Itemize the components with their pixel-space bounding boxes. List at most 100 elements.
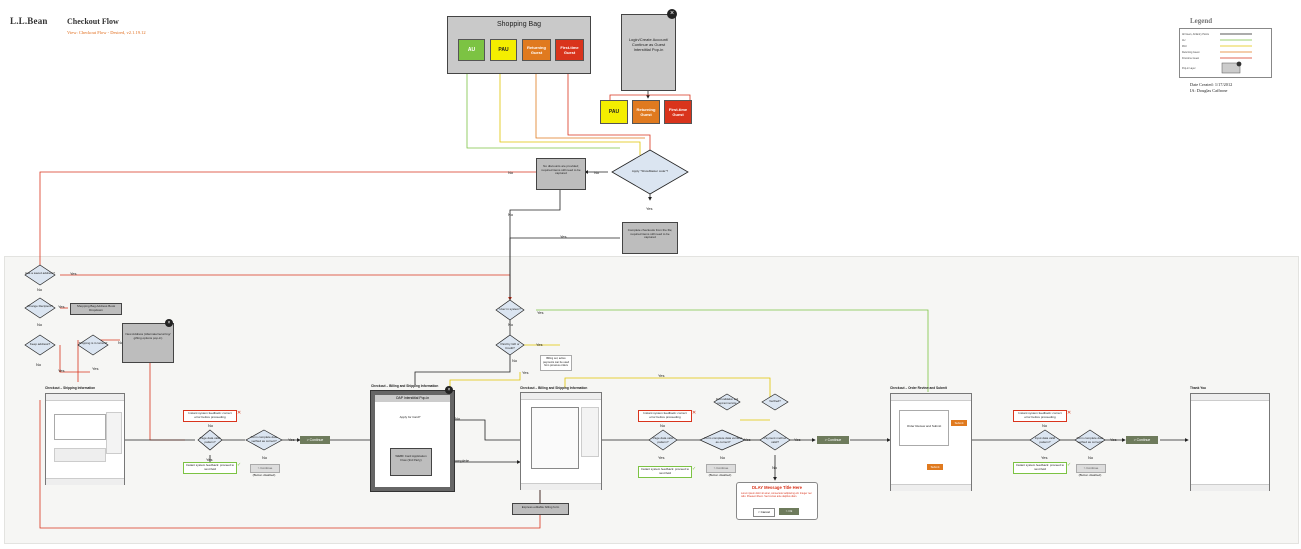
user2-returning: Returning Guest xyxy=(632,100,660,124)
flow-label-no-17: No xyxy=(1088,455,1094,460)
flow-label-no-14: No xyxy=(720,455,726,460)
flow-label-yes-17: Yes xyxy=(1041,455,1048,460)
form-complete-label-right: Form complete data verified as correct? xyxy=(1076,436,1104,444)
check-icon: ✓ xyxy=(692,466,697,472)
legend-row-all: All Users, All Entry Points xyxy=(1182,33,1209,36)
section-review: Checkout – Order Review and Submit xyxy=(890,386,947,390)
legend-title: Legend xyxy=(1190,17,1213,25)
continue-disabled-mid: > Continue xyxy=(706,464,736,473)
page-title: Checkout Flow xyxy=(67,17,119,26)
login-popin-text: Login/Create Account/ Continue as Guest … xyxy=(628,37,669,52)
oap-popin-title: OAP Interstitial Pop-in xyxy=(375,395,450,402)
button-disabled-left: (Button disabled) xyxy=(252,473,276,477)
check-icon: ✓ xyxy=(1067,462,1072,468)
saved-address-diamond-label: Has a saved address? xyxy=(25,271,55,275)
apply-discount-label: Apply "ShowMaster code"? xyxy=(631,169,669,173)
apply-card-label: Apply for Card? xyxy=(399,415,421,419)
billing-note: Billing set; active payments can be used… xyxy=(540,355,572,371)
user-pau: PAU xyxy=(490,39,517,61)
user-returning: Returning Guest xyxy=(522,39,551,61)
no-discount-text: No discounts are provided; required item… xyxy=(541,164,581,176)
button-disabled-right: (Button disabled) xyxy=(1078,473,1102,477)
continue-button-right[interactable]: > Continue xyxy=(1126,436,1158,444)
flow-label-complete: Complete xyxy=(452,458,470,463)
flow-label-yes-4: Yes xyxy=(58,304,65,309)
wireframe-header xyxy=(46,394,124,401)
dlay-body: Lorem ipsum dolor sit amet, consectetur … xyxy=(741,492,812,498)
no-discount-box: No discounts are provided; required item… xyxy=(536,158,586,190)
flow-label-no-11: No xyxy=(208,423,214,428)
wireframe-footer xyxy=(521,483,601,490)
error-x-icon: ✕ xyxy=(1067,410,1072,416)
field-validation-label: Field validation and payment service xyxy=(715,398,739,405)
wireframe-sidebar xyxy=(106,412,122,454)
shipping-correct-label: Shipping is it correct? xyxy=(78,341,108,345)
checkout-swimlane xyxy=(4,256,1299,544)
logo: L.L.Bean xyxy=(10,16,48,26)
flow-label-yes-16: Yes xyxy=(794,437,801,442)
flow-label-no-9: No xyxy=(512,358,518,363)
wireframe-block xyxy=(54,448,106,462)
section-shipping: Checkout – Shipping Information xyxy=(45,386,96,390)
submit-button-top[interactable]: Submit xyxy=(951,420,967,426)
flow-label-no-8: No xyxy=(508,322,514,327)
card-application-text: WEBF Card Application Flow (3rd Party) xyxy=(395,454,427,462)
flow-label-yes-10: Yes xyxy=(658,373,665,378)
date-created: Date Created: 1/17/2012 xyxy=(1190,82,1233,87)
ok-feedback-mid: Instant system feedback: proceed to next… xyxy=(638,466,692,478)
close-icon: × xyxy=(667,9,677,19)
submit-button-bottom[interactable]: Submit xyxy=(927,464,943,470)
flow-label-yes-3: Yes xyxy=(70,271,77,276)
new-address-text: New Address (Alternate/recurring/ giftin… xyxy=(125,332,171,340)
discount-captured-text: Complete checkouts from the file; requir… xyxy=(627,228,673,240)
dlay-message-dialog: DLAY Message Title Here Lorem ipsum dolo… xyxy=(736,482,818,520)
card-application: WEBF Card Application Flow (3rd Party) xyxy=(390,448,432,476)
verified-label: Verified? xyxy=(769,399,781,403)
order-review-block: Order Review and Submit xyxy=(899,410,949,446)
ok-feedback-left-text: Instant system feedback: proceed to next… xyxy=(185,463,235,471)
ok-feedback-mid-text: Instant system feedback: proceed to next… xyxy=(640,467,690,475)
change-recipient-label: Change Recipient? xyxy=(27,304,53,308)
flow-label-yes-5: Yes xyxy=(58,368,65,373)
error-feedback-left: Instant system feedback: correct error b… xyxy=(183,410,237,422)
express-billing: Express editable billing form xyxy=(512,503,569,515)
error-feedback-left-text: Instant system feedback: correct error b… xyxy=(188,411,232,419)
flow-label-no-2: No xyxy=(508,212,514,217)
page-valid-label-mid: Page data valid pattern? xyxy=(652,436,674,444)
button-disabled-mid: (Button disabled) xyxy=(708,473,732,477)
review-page-wireframe: Order Review and Submit Submit Submit xyxy=(890,393,972,491)
dlay-ok-button[interactable]: > Ok xyxy=(779,508,799,515)
payment-valid-label: Payment method valid? xyxy=(763,436,787,444)
flow-label-yes-18: Yes xyxy=(1110,437,1117,442)
continue-button-left[interactable]: > Continue xyxy=(300,436,330,444)
legend-row-au: AU xyxy=(1182,39,1186,42)
shopping-bag-title: Shopping Bag xyxy=(497,21,541,28)
flow-label-no-16: No xyxy=(1042,423,1048,428)
error-x-icon: ✕ xyxy=(237,410,242,416)
paid-by-label: Paid by Gift or Credit? xyxy=(500,342,520,350)
flow-label-yes-1: Yes xyxy=(646,206,653,211)
user-firsttime: First-time Guest xyxy=(555,39,584,61)
legend-row-pau: PAU xyxy=(1182,45,1187,48)
flow-label-no-6: No xyxy=(36,362,42,367)
dlay-cancel-button[interactable]: < Cancel xyxy=(753,508,775,517)
error-feedback-right: Instant system feedback: correct error b… xyxy=(1013,410,1067,422)
error-feedback-right-text: Instant system feedback: correct error b… xyxy=(1018,411,1062,419)
wireframe-footer xyxy=(891,484,971,491)
close-icon: × xyxy=(165,319,173,327)
continue-disabled-left: > Continue xyxy=(250,464,280,473)
legend-row-ftg: First-time Guest xyxy=(1182,57,1200,60)
shipping-bag-dropdown: Shopping Bag Address Book Dropdown xyxy=(70,303,122,315)
wireframe-form xyxy=(54,414,106,440)
wireframe-sidebar xyxy=(581,407,599,457)
flow-label-no-1: No xyxy=(594,170,600,175)
input-valid-label-right: Input data valid pattern? xyxy=(1034,436,1056,444)
shopping-bag-box: Shopping Bag AU PAU Returning Guest Firs… xyxy=(447,16,591,74)
thank-you-wireframe xyxy=(1190,393,1270,491)
flow-label-no-13: No xyxy=(660,423,666,428)
continue-button-mid[interactable]: > Continue xyxy=(817,436,849,444)
flow-label-no-7: No xyxy=(118,340,124,345)
ia-credit: IA: Douglas Caffrone xyxy=(1190,88,1228,93)
flow-label-no-5: No xyxy=(37,322,43,327)
